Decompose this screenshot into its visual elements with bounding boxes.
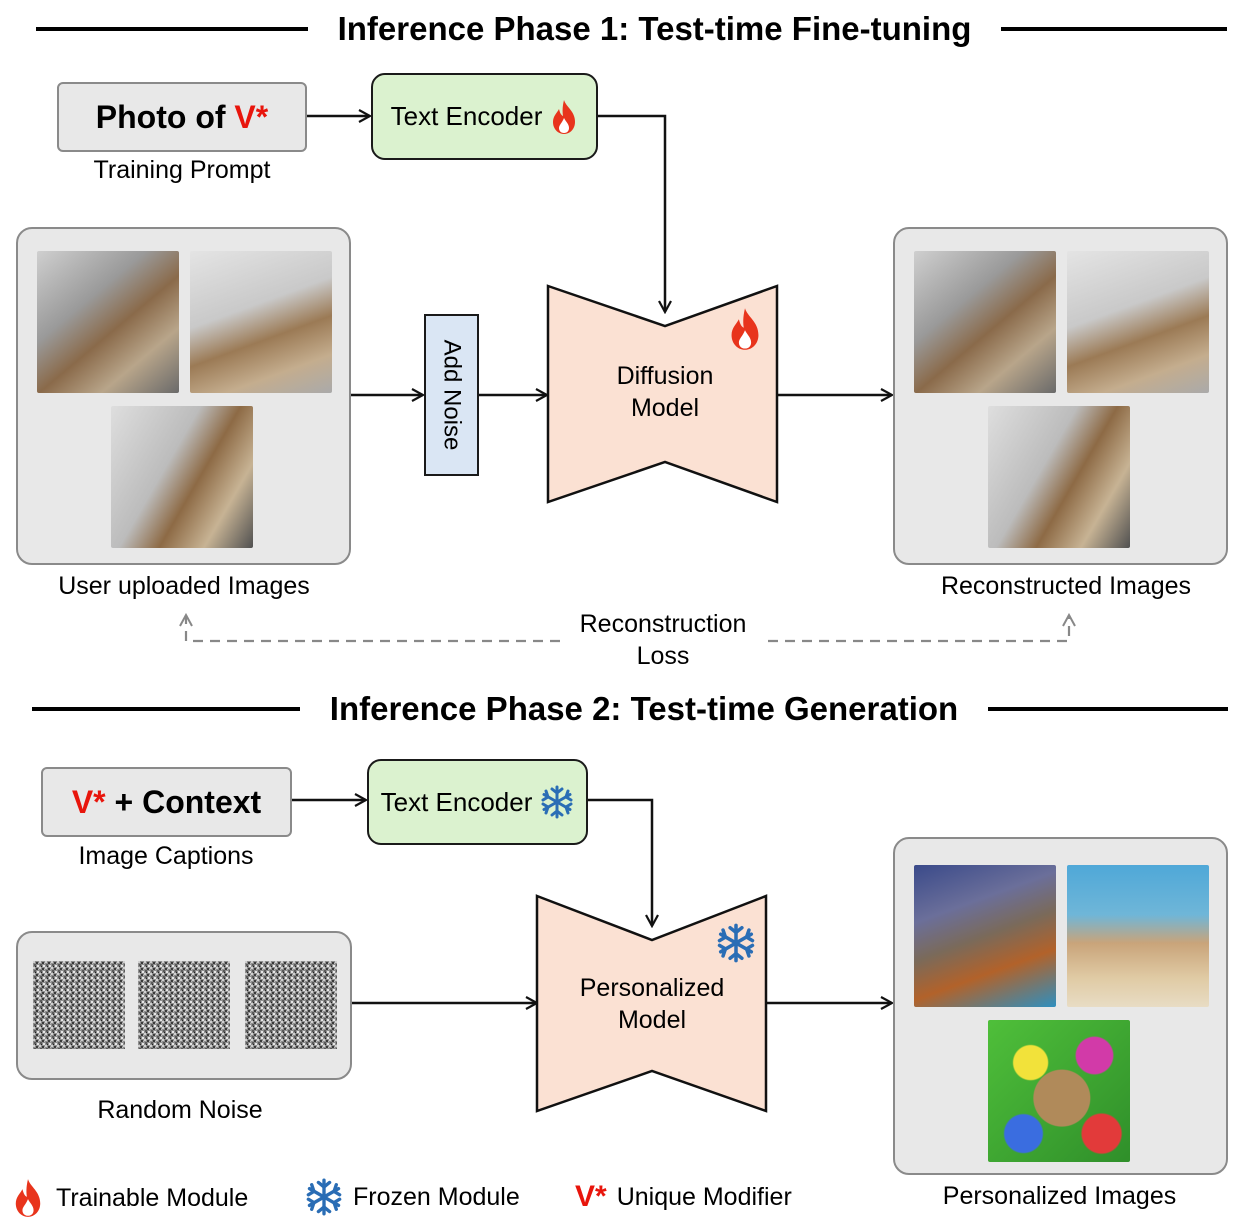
legend-frozen-label: Frozen Module <box>353 1182 520 1211</box>
legend-modifier-label: Unique Modifier <box>616 1182 792 1211</box>
loss-arrow-right <box>768 615 1069 643</box>
flame-icon <box>727 307 763 351</box>
training-prompt-token: V* <box>234 98 269 135</box>
text-encoder-frozen: Text Encoder <box>367 759 588 845</box>
training-prompt-prefix: Photo of <box>95 98 235 135</box>
arrow-encoder-to-model <box>597 114 665 312</box>
cat-photo <box>988 406 1130 548</box>
flame-icon <box>550 99 578 135</box>
legend-trainable-label: Trainable Module <box>56 1183 249 1212</box>
random-noise-panel <box>16 931 352 1080</box>
diffusion-model-shape <box>546 284 779 504</box>
personalized-model-label-line1: Personalized <box>579 974 725 1002</box>
legend-modifier: V* Unique Modifier <box>575 1180 792 1214</box>
phase1-rule-right <box>1001 27 1227 31</box>
phase2-rule-right <box>988 707 1228 711</box>
add-noise-label: Add Noise <box>438 339 466 451</box>
personalized-images-panel <box>893 837 1228 1175</box>
training-prompt-caption: Training Prompt <box>93 156 271 184</box>
text-encoder-label: Text Encoder <box>380 786 533 817</box>
random-noise-caption: Random Noise <box>97 1096 263 1124</box>
reconstructed-images-caption: Reconstructed Images <box>940 572 1192 600</box>
personalized-images-caption: Personalized Images <box>942 1182 1177 1210</box>
phase1-title: Inference Phase 1: Test-time Fine-tuning <box>337 10 972 47</box>
legend-trainable: Trainable Module <box>10 1178 248 1218</box>
cat-photo <box>111 406 253 548</box>
loss-arrow-left <box>186 615 560 643</box>
image-captions-box: V* + Context <box>41 767 292 837</box>
phase2-title: Inference Phase 2: Test-time Generation <box>329 690 959 727</box>
phase1-rule-left <box>36 27 308 31</box>
text-encoder-trainable: Text Encoder <box>371 73 598 160</box>
generated-image <box>988 1020 1130 1162</box>
add-noise-box: Add Noise <box>424 314 479 476</box>
legend-frozen: Frozen Module <box>305 1178 520 1216</box>
personalized-model-label: Personalized Model <box>560 972 744 1036</box>
diffusion-model-label-line2: Model <box>630 394 700 422</box>
noise-tile <box>33 961 125 1049</box>
reconstructed-images-panel <box>893 227 1228 565</box>
text-encoder-label: Text Encoder <box>390 101 543 131</box>
phase2-rule-left <box>32 707 300 711</box>
diffusion-model-label: Diffusion Model <box>585 360 745 424</box>
cat-photo <box>37 251 179 393</box>
personalized-model-shape <box>535 894 768 1113</box>
cat-photo <box>914 251 1056 393</box>
cat-photo <box>1067 251 1209 393</box>
image-captions-caption: Image Captions <box>78 842 254 870</box>
generated-image <box>914 865 1056 1007</box>
snowflake-icon <box>716 923 756 963</box>
noise-tile <box>138 961 230 1049</box>
snowflake-icon <box>540 785 574 819</box>
training-prompt-box: Photo of V* <box>57 82 307 152</box>
personalized-model-label-line2: Model <box>617 1006 687 1034</box>
cat-photo <box>190 251 332 393</box>
user-uploaded-images-panel <box>16 227 351 565</box>
reconstruction-loss-line2: Loss <box>636 642 690 670</box>
snowflake-icon <box>305 1178 343 1216</box>
diffusion-model-label-line1: Diffusion <box>616 362 714 390</box>
captions-prompt-token: V* <box>71 783 106 820</box>
user-uploaded-images-caption: User uploaded Images <box>58 572 310 600</box>
flame-icon <box>10 1178 46 1218</box>
legend-modifier-token: V* <box>575 1180 607 1213</box>
reconstruction-loss-line1: Reconstruction <box>579 610 747 638</box>
reconstruction-loss-label: Reconstruction Loss <box>560 608 766 672</box>
arrow-encoder2-to-model <box>587 798 652 926</box>
captions-prompt-suffix: + Context <box>105 783 262 820</box>
generated-image <box>1067 865 1209 1007</box>
noise-tile <box>245 961 337 1049</box>
